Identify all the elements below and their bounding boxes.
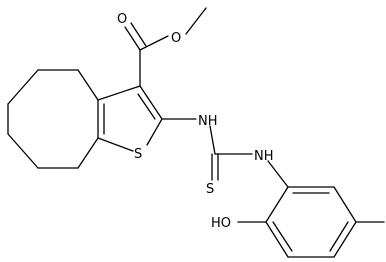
bond-carbonyl-double-b [130, 22, 147, 47]
atom-s-thione: S [206, 182, 214, 197]
cyclooctane-ring [7, 69, 99, 169]
bond-nh-cthio [209, 125, 216, 155]
atom-ho: HO [211, 216, 231, 231]
bond-c1-c2 [77, 69, 99, 101]
bond-oester-methyl [185, 7, 207, 35]
methyl-ester-group [124, 7, 207, 87]
bond-c10-s [146, 118, 163, 146]
atom-nh-upper: NH [198, 114, 218, 129]
atom-o-ester: O [171, 31, 181, 46]
atom-labels: O O S NH NH S HO [117, 12, 274, 231]
bond-ar5-ar6 [265, 221, 289, 258]
bond-ccarbonyl-oester [139, 35, 169, 51]
bond-ar5-ar6-inner [272, 221, 293, 252]
atom-nh-lower: NH [254, 149, 274, 164]
bond-c9-c10-double [139, 85, 163, 120]
bond-nh2-ar1 [267, 160, 289, 188]
bond-carbonyl-double-a [124, 26, 141, 51]
bond-ar6-ar1 [265, 186, 289, 223]
thiourea-linker [161, 118, 253, 181]
atom-o-carbonyl: O [117, 12, 127, 27]
bond-c1-c9 [97, 85, 141, 101]
thiophene-ring [97, 85, 163, 152]
atom-s-ring: S [134, 147, 142, 162]
bond-ar3-ar4 [333, 221, 357, 258]
bond-s-c8 [97, 137, 134, 152]
bond-ar3-ar4-inner [329, 221, 349, 252]
phenol-ring [237, 160, 385, 258]
bond-c9-c10-inner [137, 93, 156, 120]
bond-ar2-ar3 [333, 186, 357, 223]
bond-c7-c8 [77, 137, 99, 169]
bond-c5-c6 [7, 133, 39, 169]
bond-c3-c4 [7, 69, 39, 105]
